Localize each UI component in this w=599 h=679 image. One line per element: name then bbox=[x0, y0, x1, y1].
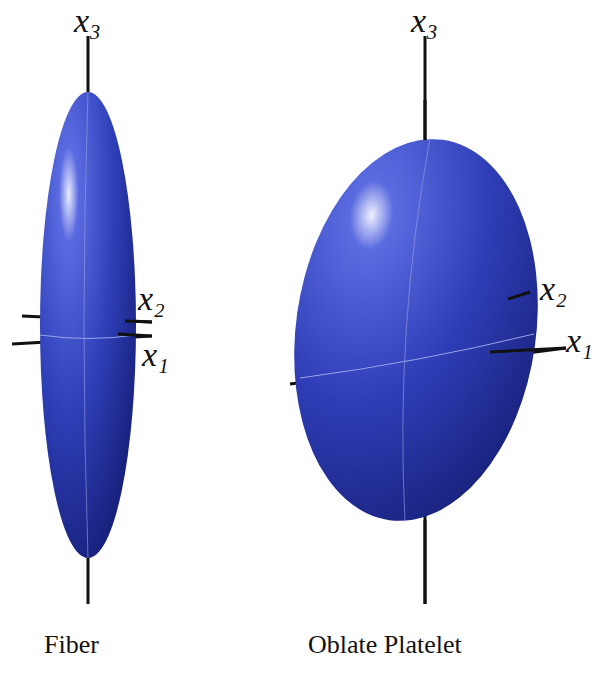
axis-label: x₂ bbox=[540, 272, 567, 306]
x3-axis bbox=[424, 520, 427, 604]
x2-axis bbox=[125, 321, 152, 322]
axis-label: x₃ bbox=[74, 4, 101, 38]
spacer bbox=[470, 338, 566, 348]
x1-axis bbox=[490, 348, 566, 352]
equator-line bbox=[300, 334, 534, 378]
axis-label: x₃ bbox=[411, 4, 438, 38]
axis-label: x₁ bbox=[566, 324, 593, 358]
shape-caption: Oblate Platelet bbox=[308, 632, 462, 658]
platelet-ellipsoid bbox=[270, 123, 561, 537]
axis-label: x₂ bbox=[138, 282, 165, 316]
x2-axis bbox=[508, 292, 530, 299]
axis-label: x₁ bbox=[142, 338, 169, 372]
meridian-line bbox=[403, 138, 430, 522]
x3-axis bbox=[424, 100, 427, 140]
meridian-line bbox=[84, 92, 88, 558]
fiber-ellipsoid bbox=[40, 92, 136, 558]
x1-axis bbox=[118, 334, 152, 336]
shape-caption: Fiber bbox=[44, 632, 99, 658]
